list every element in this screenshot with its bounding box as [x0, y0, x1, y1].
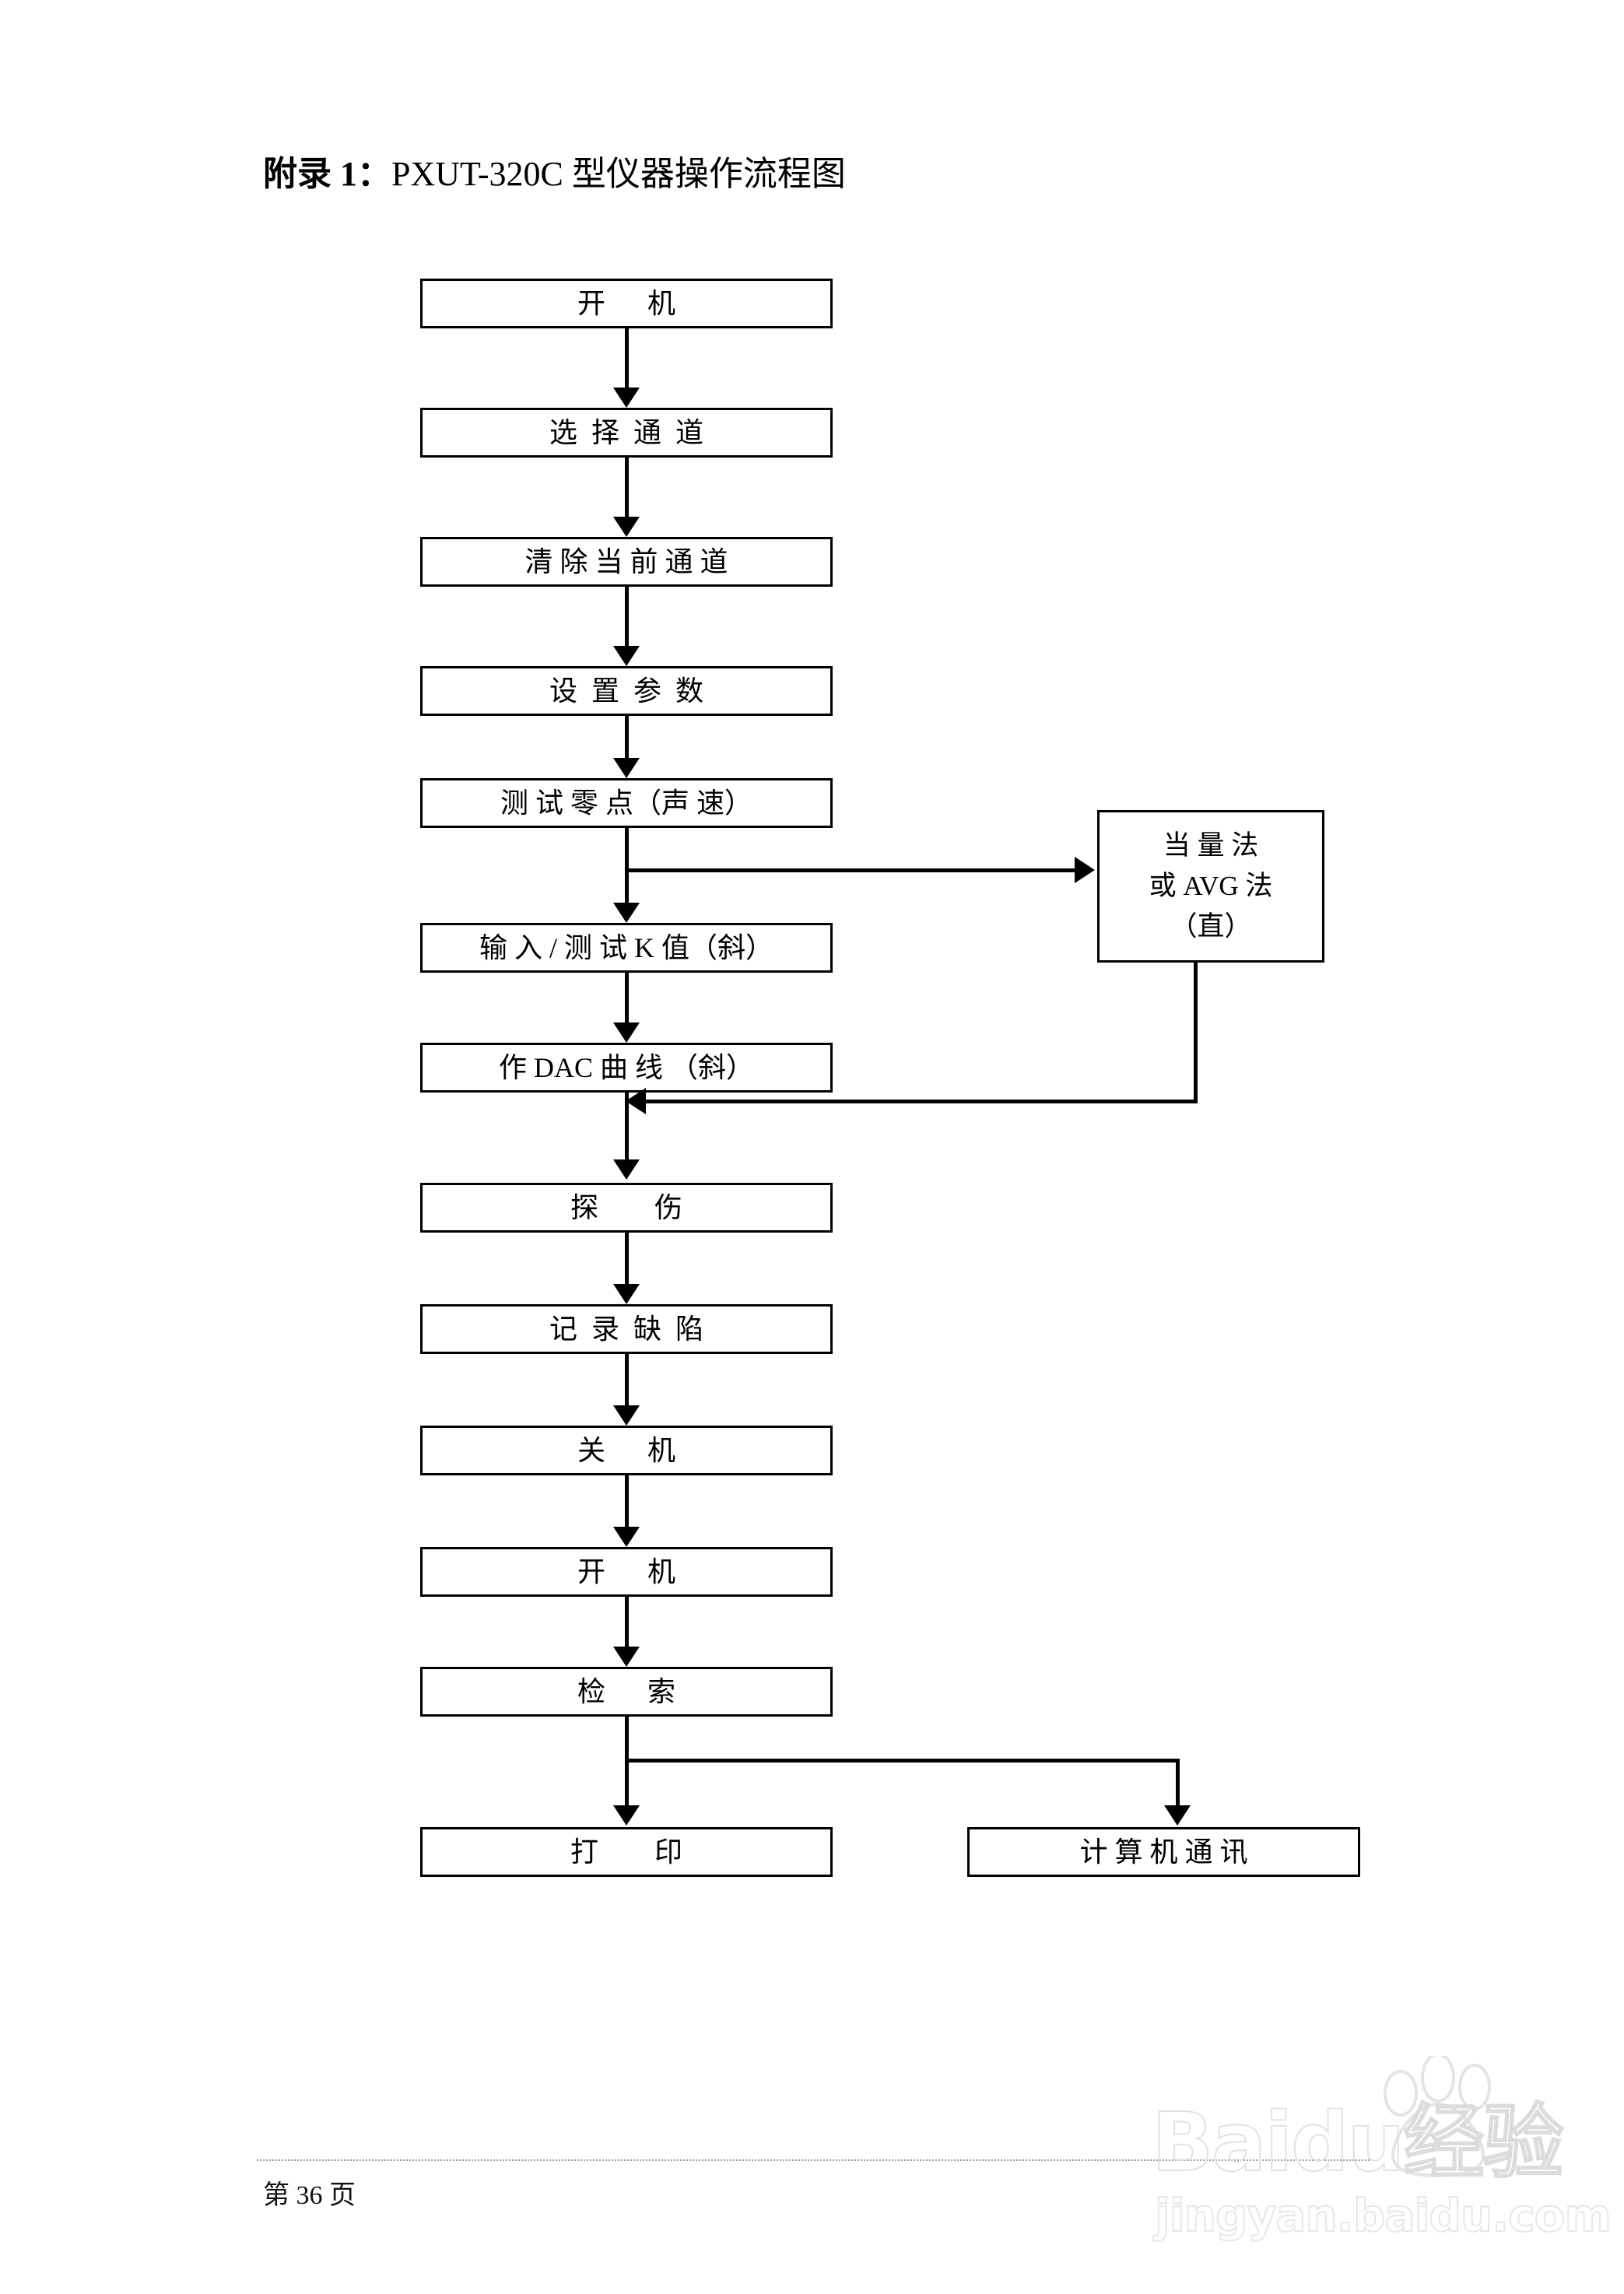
flow-node-input-test-k-value[interactable]: 输 入 / 测 试 K 值（斜）: [420, 923, 833, 973]
edge-n11-n12-arrow-icon: [613, 1647, 640, 1667]
flow-node-retrieve[interactable]: 检 索: [420, 1667, 833, 1717]
edge-n12-n13-arrow-icon: [613, 1805, 640, 1826]
edge-n5-side-line: [625, 868, 1075, 872]
edge-n10-n11-line: [625, 1475, 629, 1528]
page-number: 第 36 页: [263, 2181, 356, 2210]
flow-node-power-on-2[interactable]: 开 机: [420, 1547, 833, 1597]
edge-n10-n11-arrow-icon: [613, 1527, 640, 1547]
edge-n4-n5-arrow-icon: [613, 758, 640, 778]
flow-node-test-zero-sound-velocity[interactable]: 测 试 零 点（声 速）: [420, 778, 833, 828]
edge-n2-n3-arrow-icon: [613, 517, 640, 537]
edge-n7-n8-line: [625, 1093, 629, 1161]
edge-side-merge-vline: [1194, 963, 1198, 1103]
flow-node-power-off[interactable]: 关 机: [420, 1426, 833, 1475]
footer-divider: [257, 2159, 1370, 2161]
edge-n1-n2-line: [625, 328, 629, 389]
flow-node-flaw-detection[interactable]: 探 伤: [420, 1183, 833, 1233]
edge-n5-n6-arrow-icon: [613, 903, 640, 923]
page-title-prefix: 附录 1：: [263, 155, 391, 193]
edge-n3-n4-arrow-icon: [613, 646, 640, 666]
side-node-line-2: 或 AVG 法: [1149, 871, 1273, 901]
edge-n3-n4-line: [625, 587, 629, 647]
edge-n4-n5-line: [625, 716, 629, 759]
edge-n11-n12-line: [625, 1597, 629, 1648]
edge-n7-n8-arrow-icon: [613, 1159, 640, 1180]
edge-side-merge-hline: [646, 1100, 1198, 1103]
flow-node-make-dac-curve[interactable]: 作 DAC 曲 线 （斜）: [420, 1043, 833, 1093]
flow-node-set-parameters[interactable]: 设 置 参 数: [420, 666, 833, 716]
edge-n6-n7-arrow-icon: [613, 1022, 640, 1043]
page-title-main: PXUT-320C 型仪器操作流程图: [391, 155, 846, 193]
edge-n5-n6-line: [625, 828, 629, 904]
edge-n12-n14-vline: [1176, 1759, 1180, 1807]
flow-node-print[interactable]: 打 印: [420, 1827, 833, 1877]
flow-node-select-channel[interactable]: 选 择 通 道: [420, 408, 833, 458]
edge-n9-n10-line: [625, 1354, 629, 1407]
flow-node-power-on-1[interactable]: 开 机: [420, 279, 833, 328]
flow-node-computer-communication[interactable]: 计 算 机 通 讯: [967, 1827, 1360, 1877]
edge-n12-n14-arrow-icon: [1164, 1805, 1191, 1826]
edge-n8-n9-arrow-icon: [613, 1284, 640, 1304]
side-node-line-3: （直）: [1170, 911, 1252, 942]
edge-n5-side-arrow-icon: [1075, 857, 1095, 883]
edge-side-merge-arrow-icon: [626, 1088, 646, 1114]
flow-node-equivalent-or-avg-method[interactable]: 当 量 法 或 AVG 法 （直）: [1097, 810, 1324, 963]
flow-node-clear-channel[interactable]: 清 除 当 前 通 道: [420, 537, 833, 587]
edge-n1-n2-arrow-icon: [613, 388, 640, 408]
side-node-line-1: 当 量 法: [1163, 830, 1259, 861]
page-title: 附录 1：PXUT-320C 型仪器操作流程图: [263, 153, 846, 196]
flow-node-record-defects[interactable]: 记 录 缺 陷: [420, 1304, 833, 1354]
edge-n8-n9-line: [625, 1233, 629, 1286]
edge-n12-n14-hline: [625, 1759, 1180, 1763]
edge-n9-n10-arrow-icon: [613, 1405, 640, 1426]
edge-n6-n7-line: [625, 973, 629, 1024]
edge-n2-n3-line: [625, 458, 629, 518]
